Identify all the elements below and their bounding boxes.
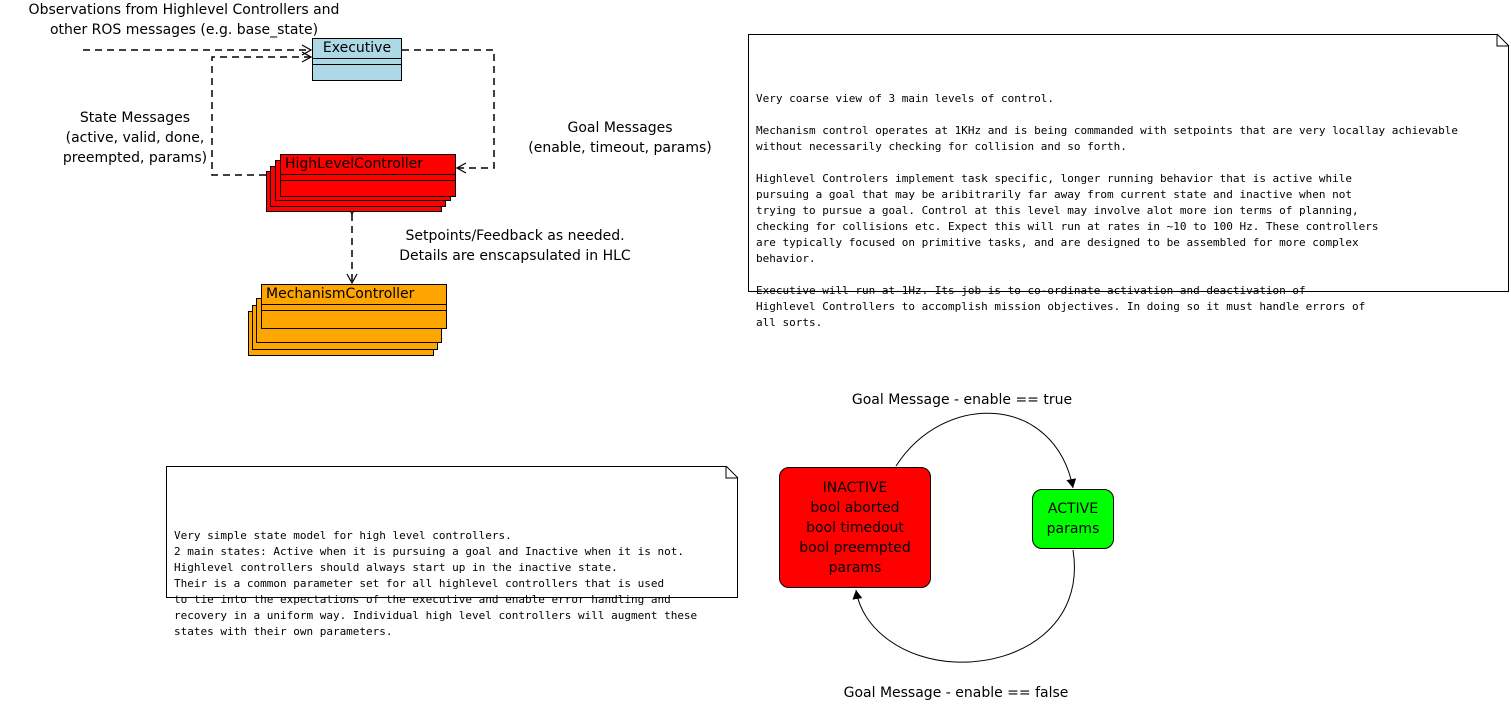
note-fold-icon bbox=[1496, 33, 1510, 47]
high-level-controller-attributes bbox=[281, 174, 455, 180]
architecture-note: Very coarse view of 3 main levels of con… bbox=[748, 33, 1510, 329]
executive-class-operations bbox=[313, 64, 401, 70]
mechanism-controller-class: MechanismController bbox=[261, 284, 447, 329]
state-messages-arrow bbox=[211, 51, 313, 176]
state-inactive-name: INACTIVE bbox=[822, 479, 888, 496]
state-model-note: Very simple state model for high level c… bbox=[166, 465, 739, 638]
mechanism-controller-operations bbox=[262, 310, 446, 316]
setpoints-label: Setpoints/Feedback as needed. Details ar… bbox=[399, 228, 631, 264]
state-active-attr-params: params bbox=[1046, 521, 1100, 537]
note-fold-icon bbox=[725, 465, 739, 479]
observations-label: Observations from Highlevel Controllers … bbox=[28, 2, 340, 38]
transition-enable-false-label: Goal Message - enable == false bbox=[843, 685, 1069, 701]
high-level-controller-operations bbox=[281, 180, 455, 186]
transition-enable-true bbox=[895, 412, 1077, 489]
state-active: ACTIVE params bbox=[1032, 489, 1114, 549]
state-messages-label: State Messages (active, valid, done, pre… bbox=[62, 110, 208, 166]
goal-messages-label: Goal Messages (enable, timeout, params) bbox=[528, 120, 712, 156]
state-inactive-attr-preempted: bool preempted bbox=[799, 539, 911, 556]
state-active-name: ACTIVE bbox=[1047, 501, 1099, 517]
transition-enable-false bbox=[852, 549, 1075, 663]
executive-class-attributes bbox=[313, 58, 401, 64]
mechanism-controller-attributes bbox=[262, 304, 446, 310]
goal-messages-arrow bbox=[402, 49, 495, 174]
state-inactive-attr-timedout: bool timedout bbox=[806, 519, 904, 536]
state-inactive-attr-aborted: bool aborted bbox=[810, 499, 900, 516]
state-inactive-attr-params: params bbox=[828, 559, 882, 576]
high-level-controller-title: HighLevelController bbox=[285, 156, 423, 172]
transition-enable-true-label: Goal Message - enable == true bbox=[851, 392, 1073, 408]
architecture-note-text: Very coarse view of 3 main levels of con… bbox=[756, 92, 1458, 329]
executive-class-title: Executive bbox=[322, 40, 392, 56]
state-model-note-text: Very simple state model for high level c… bbox=[174, 529, 698, 638]
high-level-controller-class: HighLevelController bbox=[280, 154, 456, 197]
state-inactive: INACTIVE bool aborted bool timedout bool… bbox=[779, 467, 931, 588]
mechanism-controller-title: MechanismController bbox=[266, 286, 415, 302]
executive-class: Executive bbox=[312, 38, 402, 81]
